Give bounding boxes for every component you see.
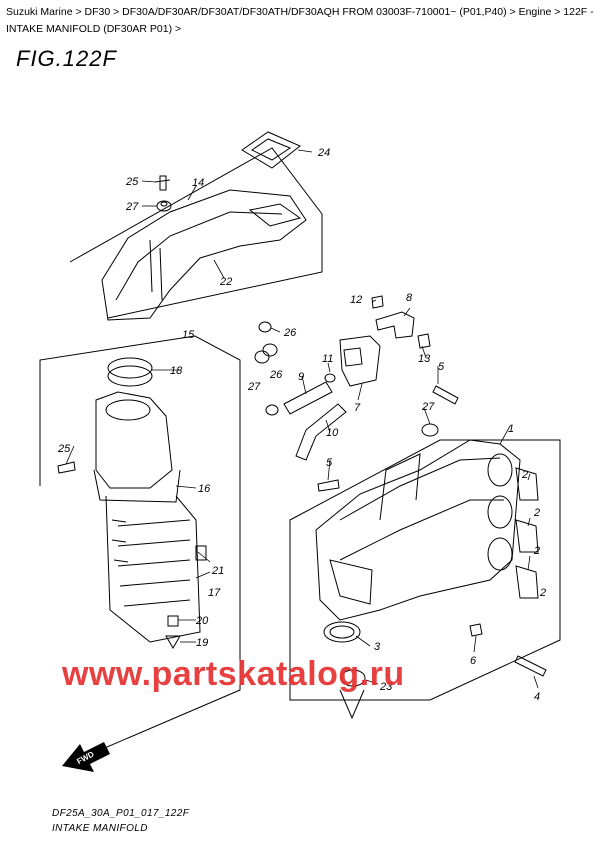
callout-27-mid: 27 [247, 381, 261, 393]
callout-18: 18 [170, 365, 183, 377]
frame-manifold [289, 439, 561, 701]
bolt-25-upper [154, 175, 171, 191]
callout-19: 19 [196, 637, 208, 649]
breadcrumb-separator: > [110, 6, 123, 18]
breadcrumb-link-df30[interactable]: DF30 [84, 6, 111, 18]
silencer-body [93, 391, 201, 643]
callout-27-top: 27 [125, 201, 139, 213]
callout-16: 16 [198, 483, 211, 495]
callout-22: 22 [219, 276, 232, 288]
sensor-7 [339, 335, 381, 387]
hose-9 [283, 381, 333, 415]
callout-23: 23 [379, 681, 393, 693]
callout-2-b: 2 [533, 507, 540, 519]
breadcrumb-separator: > [506, 6, 519, 18]
breadcrumb-separator: > [551, 6, 564, 18]
bolt-5-right [432, 385, 459, 405]
bracket-8 [375, 311, 415, 339]
watermark-url: www.partskatalog.ru [62, 655, 405, 693]
callout-12: 12 [350, 294, 362, 306]
stud-4 [514, 655, 547, 677]
leader-lines [65, 149, 539, 689]
figure-code: DF25A_30A_P01_017_122F [52, 808, 190, 819]
seal-24 [241, 131, 301, 169]
callout-17: 17 [208, 587, 221, 599]
seal-18 [107, 357, 153, 387]
grommet-26-27 [254, 321, 278, 364]
nut-13 [417, 333, 431, 349]
gasket-3 [323, 621, 361, 643]
fwd-arrow-icon: FWD [62, 742, 110, 772]
screw-21 [195, 545, 207, 561]
callout-4: 4 [534, 691, 540, 703]
upper-case-14 [101, 189, 307, 321]
callout-7: 7 [354, 402, 361, 414]
callout-11: 11 [322, 353, 333, 365]
frame-upper-case [69, 147, 323, 319]
callout-2-a: 2 [521, 469, 528, 481]
hose-10 [295, 403, 347, 461]
breadcrumb-separator: > [72, 6, 85, 18]
breadcrumb-link-model[interactable]: DF30A/DF30AR/DF30AT/DF30ATH/DF30AQH FROM… [122, 6, 507, 18]
callout-2-d: 2 [539, 587, 546, 599]
bolt-5-left [317, 479, 340, 492]
callout-26-top: 26 [283, 327, 297, 339]
clamp-11 [324, 373, 336, 383]
callout-1: 1 [508, 423, 514, 435]
grommet-27-right [265, 404, 439, 437]
callout-10: 10 [326, 427, 339, 439]
intake-manifold-1 [315, 439, 521, 621]
callout-24: 24 [317, 147, 330, 159]
breadcrumb: Suzuki Marine > DF30 > DF30A/DF30AR/DF30… [6, 4, 594, 38]
clip-19-20 [165, 615, 181, 649]
oring-23 [339, 669, 366, 720]
figure-title: FIG.122F [16, 46, 117, 71]
callout-6: 6 [470, 655, 477, 667]
callout-21: 21 [211, 565, 224, 577]
callout-5-lower: 5 [326, 457, 333, 469]
callout-8: 8 [406, 292, 413, 304]
callout-5-upper: 5 [438, 361, 445, 373]
callout-25-left: 25 [57, 443, 71, 455]
gaskets-2 [515, 467, 539, 599]
bolt-12 [371, 295, 384, 309]
figure-caption: INTAKE MANIFOLD [52, 823, 148, 834]
nut-6 [469, 623, 483, 637]
callout-3: 3 [374, 641, 381, 653]
callout-9: 9 [298, 371, 304, 383]
callout-25-top: 25 [125, 176, 139, 188]
callout-14: 14 [192, 177, 204, 189]
frame-silencer [39, 335, 241, 757]
bolt-25-left [57, 461, 76, 474]
callout-2-c: 2 [533, 545, 540, 557]
breadcrumb-link-engine[interactable]: Engine [518, 6, 552, 18]
callout-15: 15 [182, 329, 195, 341]
callout-20: 20 [195, 615, 209, 627]
breadcrumb-link-suzuki-marine[interactable]: Suzuki Marine [6, 6, 73, 18]
breadcrumb-current: 122F - INTAKE MANIFOLD (DF30AR P01) [6, 6, 594, 35]
breadcrumb-trailing: > [172, 23, 182, 35]
callout-26-mid: 26 [269, 369, 283, 381]
callout-27-right: 27 [421, 401, 435, 413]
callout-labels: 24 25 14 27 22 26 15 18 26 27 25 16 21 1… [57, 147, 546, 703]
callout-13: 13 [418, 353, 431, 365]
